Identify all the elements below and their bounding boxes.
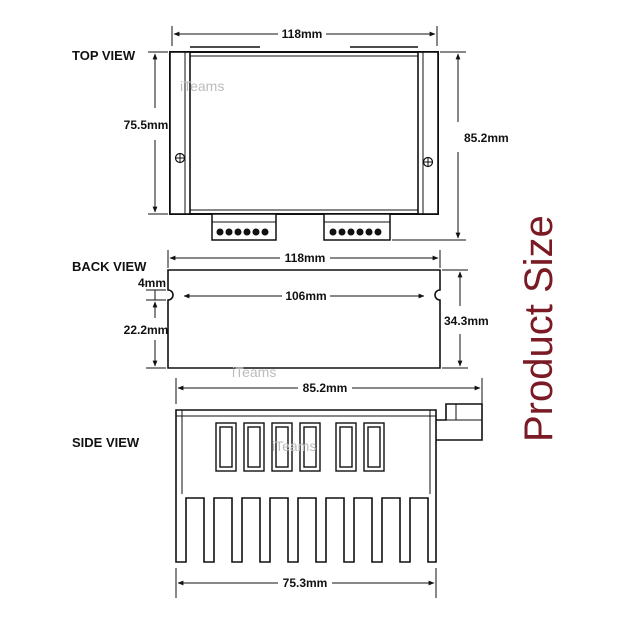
dim-side-base-width-label: 75.3mm bbox=[283, 576, 328, 590]
dim-back-inner-height bbox=[146, 301, 166, 369]
dim-back-width bbox=[167, 250, 441, 268]
back-view-body bbox=[167, 269, 441, 369]
dim-back-height bbox=[442, 269, 468, 369]
dim-back-inner-width-label: 106mm bbox=[285, 289, 326, 303]
back-view-label: BACK VIEW bbox=[72, 259, 147, 274]
side-view-label: SIDE VIEW bbox=[72, 435, 140, 450]
dim-back-height-label: 34.3mm bbox=[444, 314, 489, 328]
top-view-body bbox=[169, 46, 439, 215]
watermark-back: iTeams bbox=[232, 364, 276, 380]
watermark-top: iTeams bbox=[180, 78, 224, 94]
product-size-title: Product Size bbox=[517, 215, 561, 442]
dim-side-base-width bbox=[175, 568, 437, 598]
dim-back-notch-label: 4mm bbox=[138, 276, 166, 290]
right-terminal-block bbox=[323, 213, 391, 241]
dim-side-width bbox=[175, 378, 483, 404]
dim-top-width bbox=[171, 26, 438, 46]
watermark-side: iTeams bbox=[272, 438, 316, 454]
side-view-vents bbox=[215, 422, 385, 472]
dim-back-width-label: 118mm bbox=[285, 251, 326, 265]
dim-top-total-height bbox=[392, 51, 466, 241]
dim-side-width-label: 85.2mm bbox=[303, 381, 348, 395]
dim-top-height-label: 75.5mm bbox=[124, 118, 169, 132]
left-terminal-block bbox=[211, 213, 277, 241]
dim-back-notch bbox=[146, 289, 166, 301]
dim-top-total-height-label: 85.2mm bbox=[464, 131, 509, 145]
top-view-label: TOP VIEW bbox=[72, 48, 136, 63]
dim-top-height bbox=[148, 51, 168, 215]
side-view-heatsink bbox=[175, 403, 483, 563]
dim-top-width-label: 118mm bbox=[282, 27, 323, 41]
dim-back-inner-height-label: 22.2mm bbox=[124, 323, 169, 337]
